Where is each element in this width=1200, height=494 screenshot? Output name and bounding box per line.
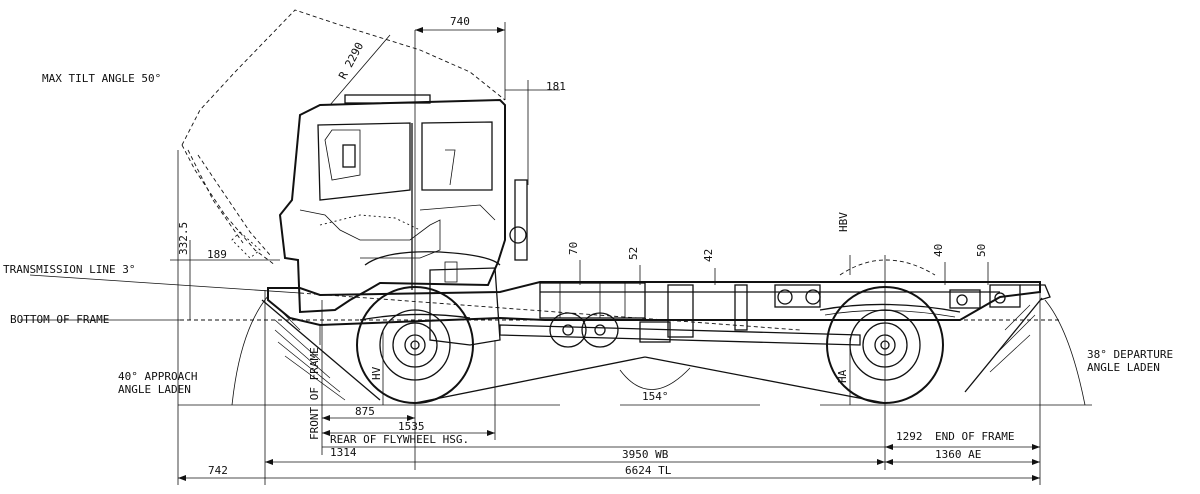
- end-of-frame-label: END OF FRAME: [935, 430, 1014, 443]
- approach-angle-label-1: 40° APPROACH: [118, 370, 197, 383]
- approach-angle-label-2: ANGLE LADEN: [118, 383, 191, 396]
- dim-52: 52: [627, 247, 640, 260]
- angle-lines: [231, 295, 1086, 406]
- departure-angle-label-2: ANGLE LADEN: [1087, 361, 1160, 374]
- front-of-frame-label: FRONT OF FRAME: [308, 347, 321, 440]
- hv-label: HV: [370, 366, 383, 380]
- dim-875: 875: [355, 405, 375, 418]
- rear-flywheel-label: REAR OF FLYWHEEL HSG.: [330, 433, 469, 446]
- bottom-of-frame-label: BOTTOM OF FRAME: [10, 313, 109, 326]
- dim-70: 70: [567, 242, 580, 255]
- dim-1292: 1292: [896, 430, 923, 443]
- departure-angle-label-1: 38° DEPARTURE: [1087, 348, 1173, 361]
- max-tilt-label: MAX TILT ANGLE 50°: [42, 72, 161, 85]
- dimension-values: 740 181 332.5 189 70 52 42 40 50 875 153…: [177, 15, 988, 477]
- ha-label: HA: [836, 369, 849, 383]
- dim-50: 50: [975, 244, 988, 257]
- dim-front-overhang: 742: [208, 464, 228, 477]
- dim-332-5: 332.5: [177, 222, 190, 255]
- transmission-line-label: TRANSMISSION LINE 3°: [3, 263, 135, 276]
- dim-40: 40: [932, 244, 945, 257]
- dim-total-length: 6624 TL: [625, 464, 672, 477]
- cab: [278, 94, 528, 314]
- dim-740: 740: [450, 15, 470, 28]
- dim-1535: 1535: [398, 420, 425, 433]
- hbv-label: HBV: [837, 212, 850, 232]
- dim-181: 181: [546, 80, 566, 93]
- tilted-cab-outline: [181, 9, 506, 266]
- tilt-radius-label: R 2290: [336, 40, 366, 81]
- dim-rear-overhang: 1360 AE: [935, 448, 981, 461]
- dim-189: 189: [207, 248, 227, 261]
- ramp-angle-label: 154°: [642, 390, 669, 403]
- dim-42: 42: [702, 249, 715, 262]
- chassis-frame: [267, 259, 1051, 348]
- dim-wheelbase: 3950 WB: [622, 448, 669, 461]
- dim-1314: 1314: [330, 446, 357, 459]
